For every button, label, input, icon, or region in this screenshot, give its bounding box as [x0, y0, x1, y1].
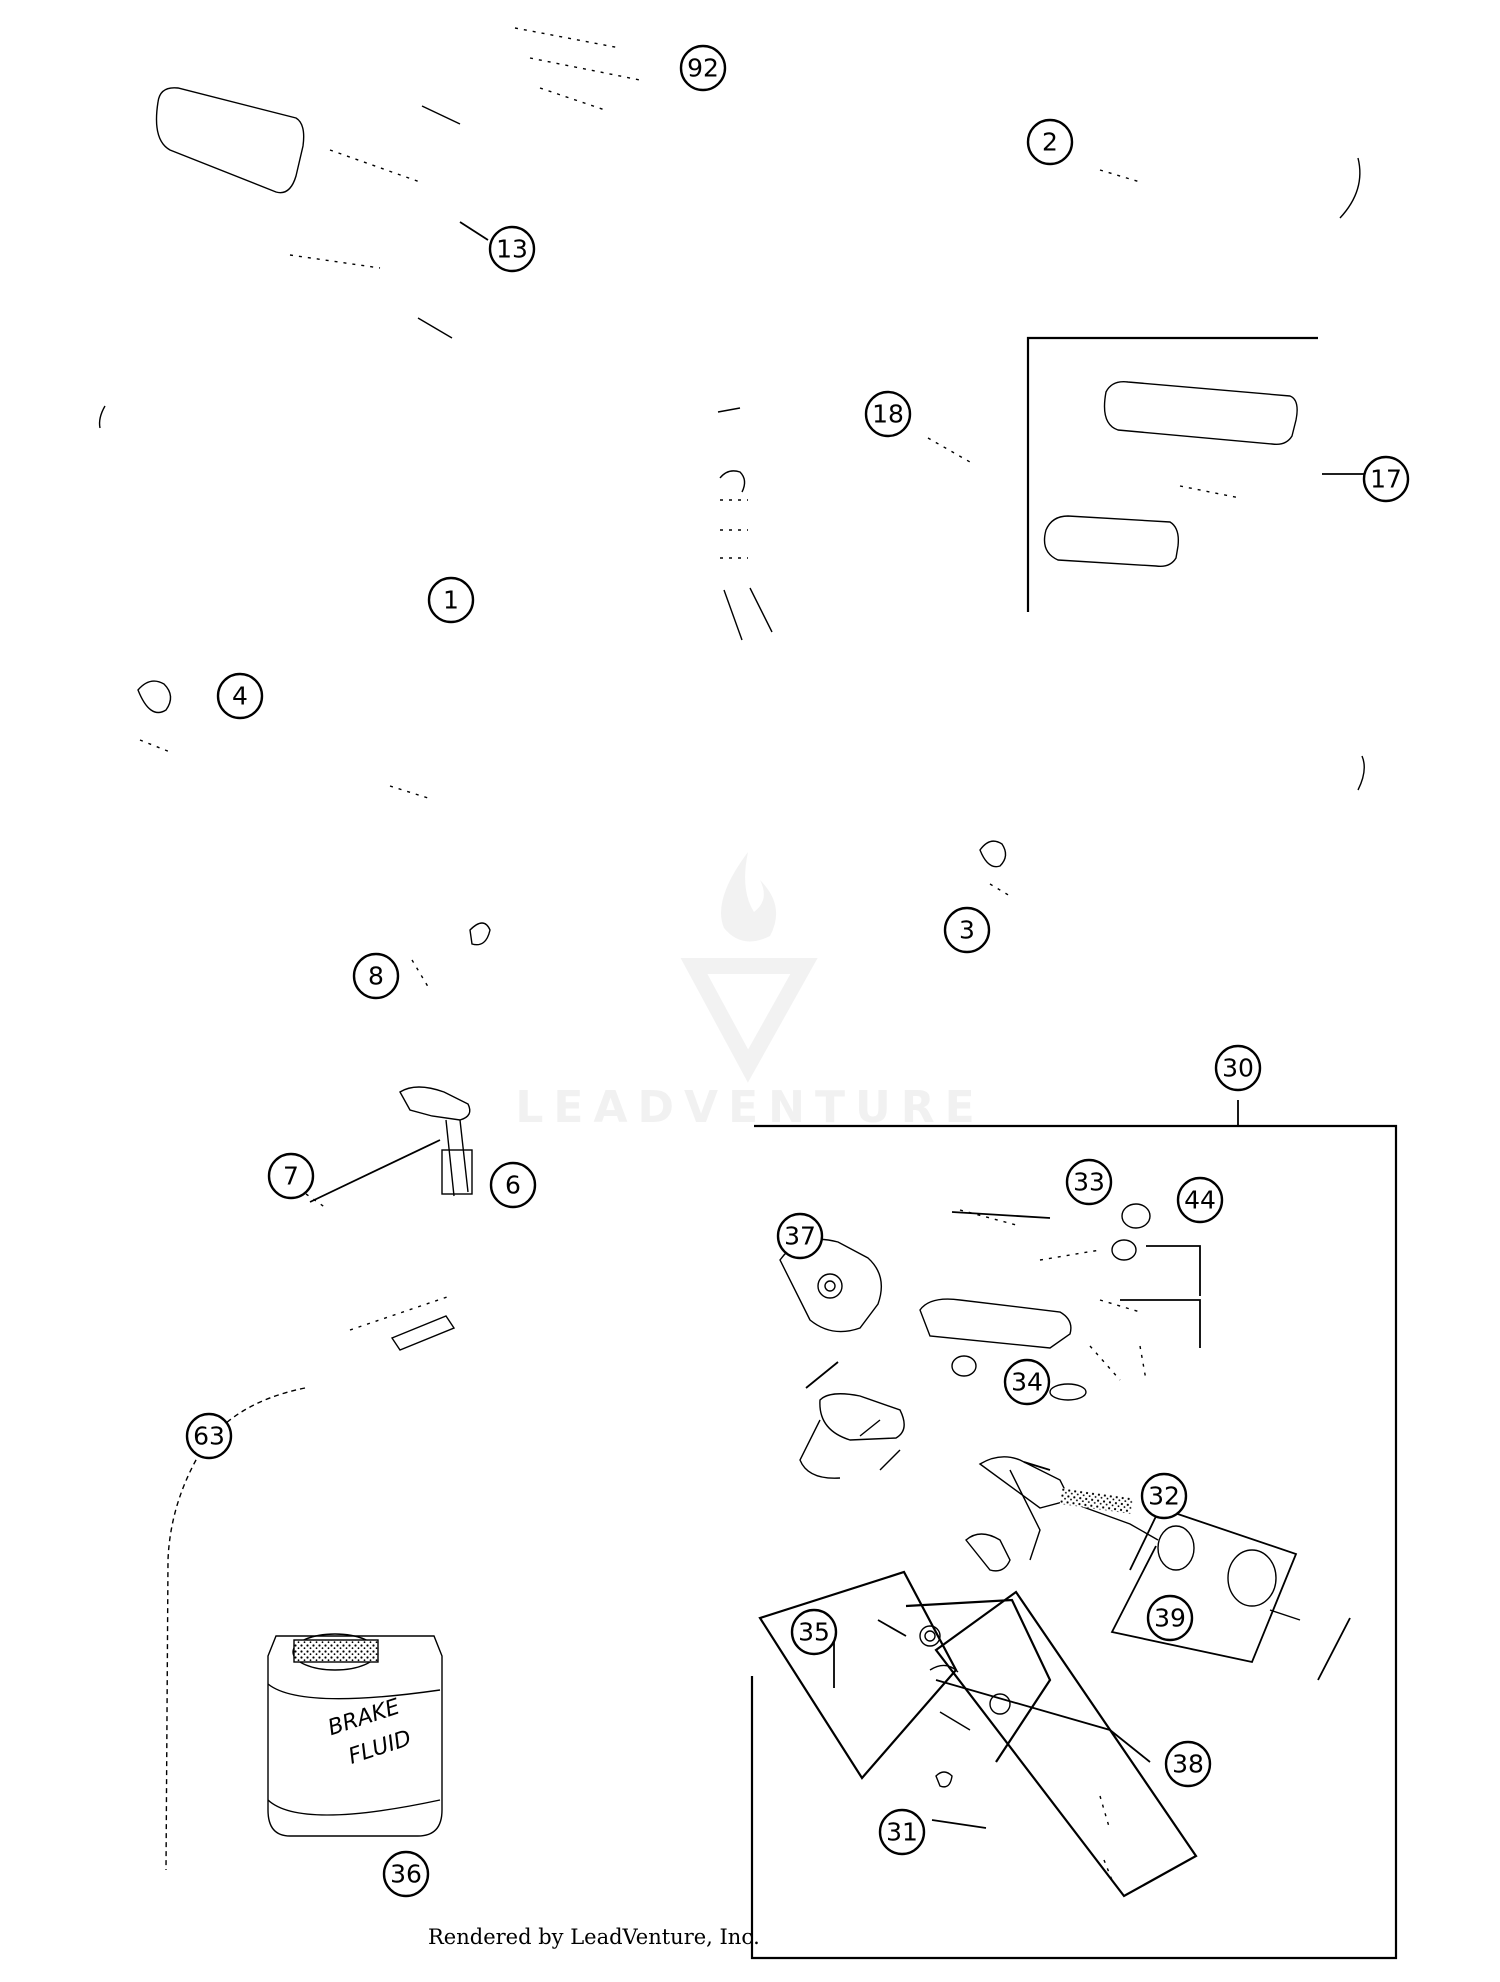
callout-3: 3 [943, 906, 991, 954]
svg-text:8: 8 [368, 962, 384, 991]
svg-text:34: 34 [1011, 1368, 1043, 1397]
brake-hose [165, 1295, 456, 1871]
brake-fluid-bottle: BRAKE FLUID [267, 1633, 443, 1837]
svg-text:32: 32 [1148, 1482, 1180, 1511]
master-cylinder-box [750, 1124, 1398, 1960]
lever-plate [758, 1570, 958, 1780]
callout-32: 32 [1140, 1472, 1188, 1520]
grip-left [155, 87, 305, 194]
callout-39: 39 [1146, 1594, 1194, 1642]
bar-end-sketch [137, 680, 1365, 897]
callout-17: 17 [1362, 455, 1410, 503]
callout-18: 18 [864, 390, 912, 438]
callout-37: 37 [776, 1212, 824, 1260]
lever-parts-sketch [877, 1449, 1113, 1881]
callout-38: 38 [1164, 1740, 1212, 1788]
svg-text:6: 6 [505, 1171, 521, 1200]
svg-text:30: 30 [1222, 1054, 1254, 1083]
callout-13: 13 [488, 225, 536, 273]
callout-31: 31 [878, 1808, 926, 1856]
callout-8: 8 [352, 952, 400, 1000]
svg-text:18: 18 [872, 400, 904, 429]
footer-credit: Rendered by LeadVenture, Inc. [428, 1925, 760, 1949]
callout-92: 92 [679, 44, 727, 92]
svg-text:4: 4 [232, 682, 248, 711]
svg-text:37: 37 [784, 1222, 816, 1251]
callout-7: 7 [267, 1152, 315, 1200]
svg-text:2: 2 [1042, 128, 1058, 157]
callout-2: 2 [1026, 118, 1074, 166]
lever-plate-2 [934, 1590, 1198, 1898]
callout-34: 34 [1003, 1358, 1051, 1406]
callout-4: 4 [216, 672, 264, 720]
svg-text:44: 44 [1184, 1186, 1216, 1215]
brake-lever-sketch [305, 1086, 473, 1209]
callout-33: 33 [1065, 1158, 1113, 1206]
svg-text:31: 31 [886, 1818, 918, 1847]
grip-set-box [1026, 336, 1318, 612]
svg-text:3: 3 [959, 916, 975, 945]
callout-6: 6 [489, 1161, 537, 1209]
callout-44: 44 [1176, 1176, 1224, 1224]
svg-text:38: 38 [1172, 1750, 1204, 1779]
svg-text:7: 7 [283, 1162, 299, 1191]
throttle-tube-sketch [98, 27, 1361, 429]
svg-text:36: 36 [390, 1860, 422, 1889]
svg-text:13: 13 [496, 235, 528, 264]
callout-30: 30 [1214, 1044, 1262, 1092]
switch-sketch [717, 407, 971, 641]
svg-text:92: 92 [687, 54, 719, 83]
lever-plate-3 [905, 1598, 1052, 1763]
clamp-sketch [411, 922, 491, 991]
grip-set-sketch [1043, 381, 1298, 568]
svg-text:17: 17 [1370, 465, 1402, 494]
master-cylinder-sketch [779, 1203, 1301, 1621]
leader-lines [309, 221, 1370, 1829]
callout-63: 63 [185, 1412, 233, 1460]
svg-text:39: 39 [1154, 1604, 1186, 1633]
svg-text:63: 63 [193, 1422, 225, 1451]
svg-text:35: 35 [798, 1618, 830, 1647]
callout-1: 1 [427, 576, 475, 624]
callout-36: 36 [382, 1850, 430, 1898]
callout-35: 35 [790, 1608, 838, 1656]
svg-text:1: 1 [443, 586, 459, 615]
svg-text:33: 33 [1073, 1168, 1105, 1197]
